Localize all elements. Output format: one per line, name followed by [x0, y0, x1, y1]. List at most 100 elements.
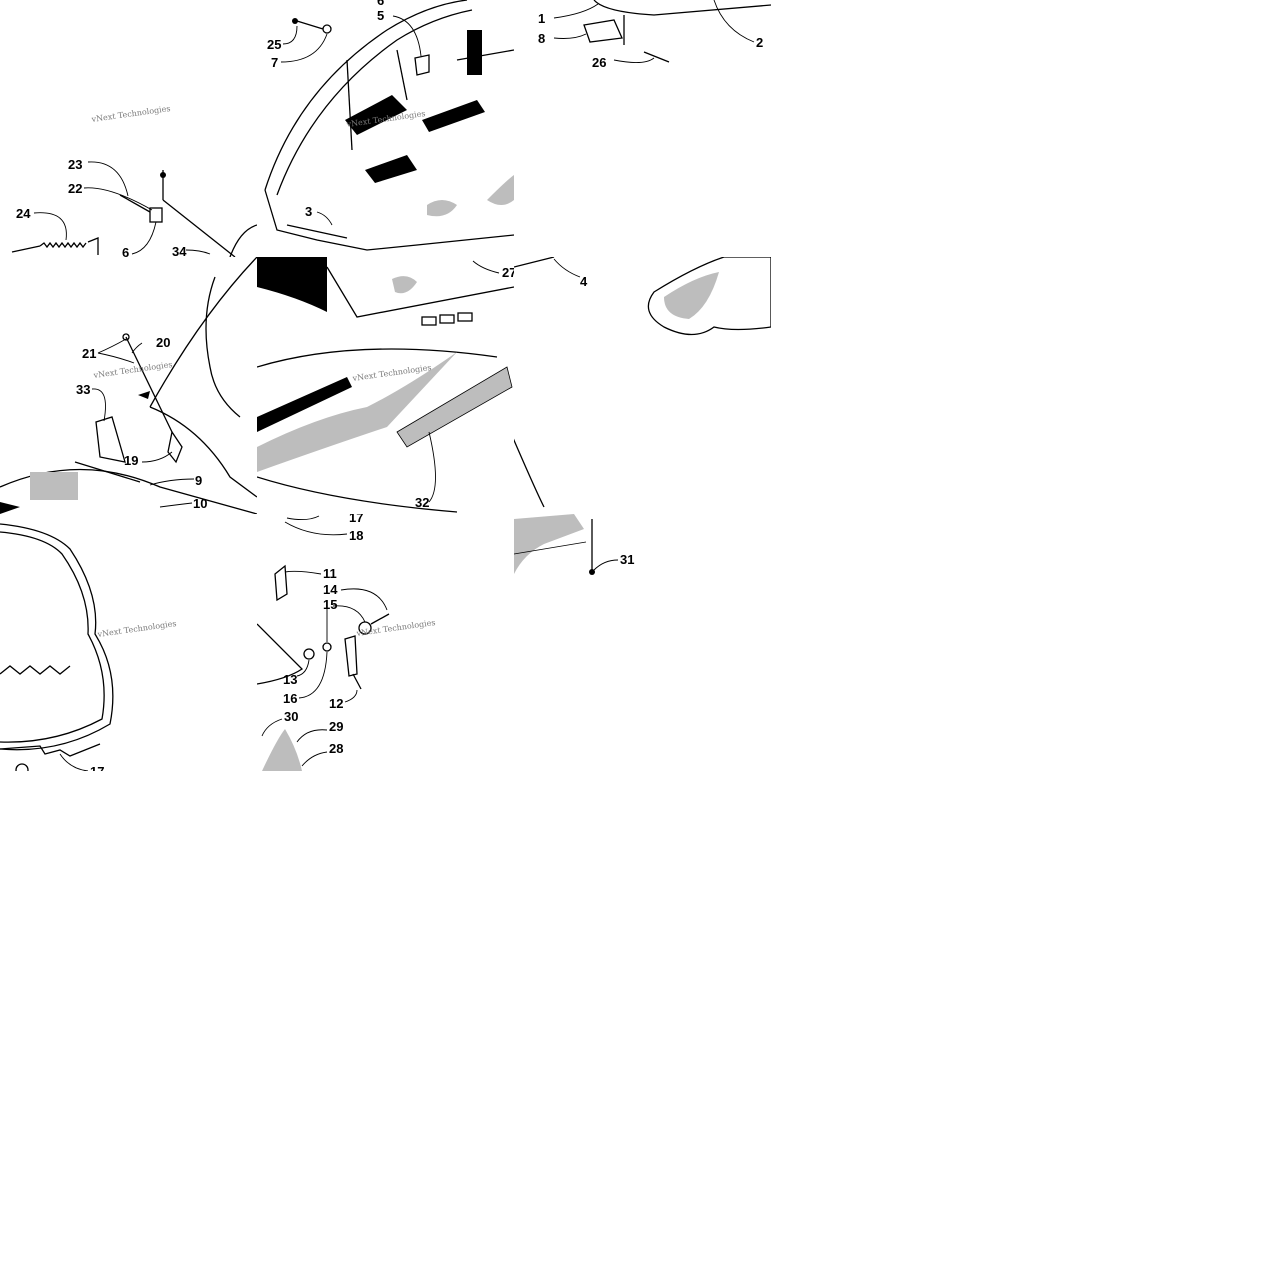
label-4: 4 [580, 274, 588, 289]
leader-10 [159, 502, 193, 508]
hood-outer [264, 0, 468, 191]
cowl-ridge [326, 266, 514, 318]
bracket-edge [514, 541, 587, 555]
side-stripe-dark [257, 377, 352, 432]
leader-3 [316, 211, 333, 226]
tile-r2c0: vNext Technologies 17 [0, 514, 257, 771]
side-stripe [257, 352, 457, 472]
label-21: 21 [82, 346, 96, 361]
spring-hook [87, 237, 99, 255]
hinge-bracket [414, 54, 430, 76]
leader-24 [33, 212, 67, 241]
label-8: 8 [538, 31, 545, 46]
vent-4 [467, 30, 482, 75]
leader-6 [131, 221, 157, 255]
leader-20 [131, 342, 143, 354]
label-34: 34 [172, 244, 187, 257]
hood-edge [229, 224, 257, 257]
label-6: 6 [122, 245, 129, 257]
nut-7 [322, 24, 332, 34]
lower-edge [257, 476, 458, 513]
nut-16 [322, 642, 332, 652]
dash-label [30, 472, 78, 500]
label-15: 15 [323, 597, 337, 612]
rib-2 [396, 49, 408, 101]
leader-4 [553, 258, 581, 278]
rib-3 [456, 49, 514, 61]
label-32: 32 [415, 495, 429, 510]
leader-18 [284, 521, 348, 536]
zigzag-trim [0, 665, 71, 675]
seat-trim [262, 729, 302, 771]
label-16: 16 [283, 691, 297, 706]
watermark: vNext Technologies [92, 360, 173, 380]
bracket-8 [583, 19, 623, 43]
watermark: vNext Technologies [90, 104, 171, 124]
leader-26 [613, 57, 655, 63]
bracket-leg [352, 673, 362, 690]
label-30: 30 [284, 709, 298, 724]
leader-22 [83, 187, 153, 211]
hood-emblem [427, 200, 457, 217]
leader-31 [593, 559, 619, 571]
leader-17 [59, 753, 89, 771]
bolt-shaft [296, 20, 324, 30]
leader-17b [286, 515, 320, 521]
leader-21a [97, 338, 127, 354]
leader-15a [332, 605, 366, 623]
label-9: 9 [195, 473, 202, 488]
vent-1 [345, 95, 407, 135]
label-14: 14 [323, 582, 338, 597]
tile-r2c1: 17 18 vNext Technologies 11 14 15 [257, 514, 514, 771]
tile-r2c2: 31 [514, 514, 771, 771]
windshield-outline [0, 523, 114, 751]
vent-3 [422, 100, 485, 132]
vent-2 [365, 155, 417, 183]
watermark: vNext Technologies [355, 618, 436, 638]
leader-14 [340, 588, 388, 611]
label-29: 29 [329, 719, 343, 734]
leader-2 [713, 0, 755, 43]
hood-front [264, 189, 514, 251]
intake-opening [664, 272, 719, 319]
emblem [392, 276, 417, 294]
air-intake [647, 257, 771, 336]
knob-19 [167, 430, 183, 464]
label-3: 3 [305, 204, 312, 219]
bracket-12 [344, 635, 358, 677]
label-31: 31 [620, 552, 634, 567]
bracket-shield [514, 514, 584, 574]
hood-top-edge [593, 0, 771, 16]
leader-11 [284, 570, 322, 575]
windshield-edge [149, 257, 257, 408]
leader-8 [553, 33, 587, 39]
leader-line [514, 257, 555, 268]
label-25: 25 [267, 37, 281, 52]
cable [119, 194, 151, 213]
watermark: vNext Technologies [96, 619, 177, 639]
leader-28 [301, 751, 328, 767]
leader-1 [553, 3, 599, 19]
washer-13 [303, 648, 315, 660]
label-2: 2 [756, 35, 763, 50]
vent-b [439, 314, 455, 324]
tile-r0c2: 1 8 26 2 [514, 0, 771, 257]
leader-34 [185, 249, 211, 255]
screw-14 [370, 613, 390, 625]
label-18: 18 [349, 528, 363, 543]
windshield-base [0, 743, 101, 757]
clip-mark [138, 391, 150, 399]
leader-19 [141, 451, 173, 463]
bumper-line [286, 224, 348, 239]
hood-inner [276, 9, 473, 196]
bearcat-logo-border [396, 366, 513, 448]
label-12: 12 [329, 696, 343, 711]
label-7: 7 [271, 55, 278, 70]
rod-end [160, 172, 166, 178]
side-line [257, 348, 498, 368]
hood-line [162, 199, 236, 257]
label-20: 20 [156, 335, 170, 350]
label-23: 23 [68, 157, 82, 172]
vent-a [421, 316, 437, 326]
side-panel [257, 623, 304, 685]
